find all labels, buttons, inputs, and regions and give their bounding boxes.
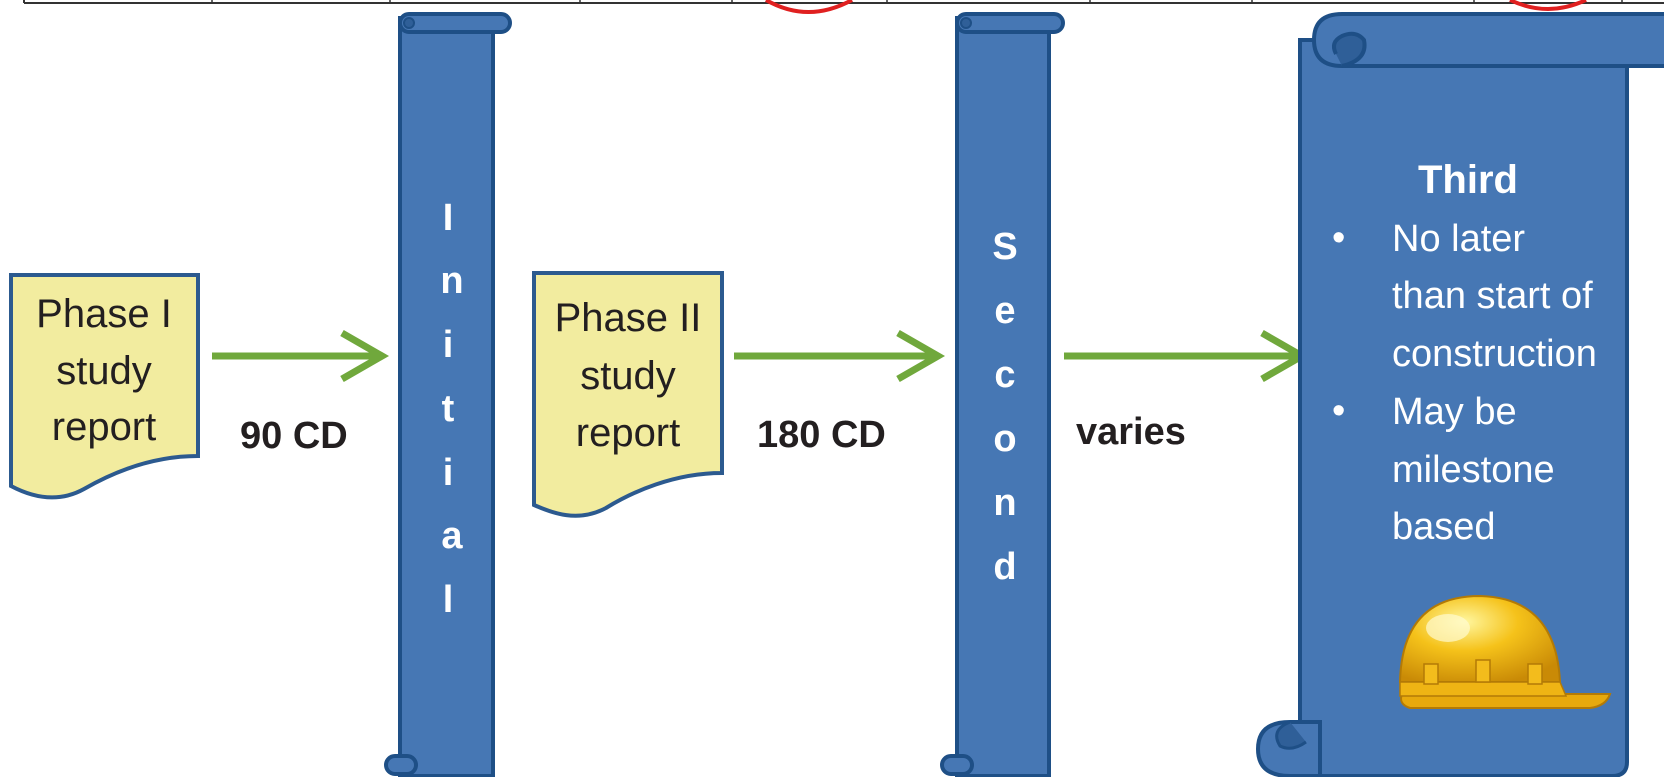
scroll-second-letter: o	[993, 418, 1016, 460]
scroll-initial-letter: i	[443, 324, 454, 366]
scroll-second: S e c o n d	[940, 12, 1065, 777]
scroll-second-letter: n	[993, 482, 1016, 524]
third-bullet-2-line: milestone	[1392, 449, 1555, 491]
highlight-circle-1	[765, 0, 853, 14]
doc-1-line: Phase I	[36, 292, 172, 336]
scroll-initial-letter: l	[443, 579, 454, 621]
third-bullet-1-line: than start of	[1392, 275, 1593, 317]
bullet-dot: •	[1332, 390, 1345, 432]
scroll-initial-letter: n	[440, 260, 463, 302]
scroll-second-letter: d	[993, 546, 1016, 588]
scroll-initial: I n i t i a l	[384, 12, 512, 777]
arrow-2	[734, 329, 946, 383]
doc-1-line: report	[52, 405, 157, 449]
doc-2-line: Phase II	[555, 296, 702, 340]
scroll-second-letter: c	[994, 354, 1015, 396]
third-bullet-2-line: May be	[1392, 391, 1517, 433]
scroll-second-letter: e	[994, 290, 1015, 332]
third-bullet-2-line: based	[1392, 506, 1496, 548]
scroll-initial-letter: i	[443, 452, 454, 494]
third-bullet-1-line: No later	[1392, 218, 1525, 260]
scroll-third: Third • No later than start of construct…	[1255, 12, 1664, 777]
duration-varies: varies	[1076, 411, 1186, 453]
third-bullet-1-line: construction	[1392, 333, 1597, 375]
arrow-3	[1064, 329, 1310, 383]
doc-1-line: study	[56, 349, 152, 393]
arrow-1	[212, 329, 390, 383]
scroll-initial-letter: t	[442, 388, 455, 430]
doc-phase-1: Phase I study report	[9, 273, 200, 500]
scroll-initial-letter: a	[441, 515, 463, 557]
hard-hat-icon	[1398, 594, 1612, 709]
doc-2-line: study	[580, 354, 676, 398]
scroll-second-letter: S	[992, 226, 1017, 268]
doc-phase-2: Phase II study report	[532, 271, 724, 518]
bullet-dot: •	[1332, 217, 1345, 259]
third-title: Third	[1418, 158, 1518, 202]
duration-180-cd: 180 CD	[757, 414, 886, 456]
duration-90-cd: 90 CD	[240, 415, 348, 457]
scroll-initial-letter: I	[443, 197, 454, 239]
highlight-circle-2	[1509, 0, 1587, 11]
top-table-fragment	[23, 0, 1664, 14]
doc-2-line: report	[576, 411, 681, 455]
